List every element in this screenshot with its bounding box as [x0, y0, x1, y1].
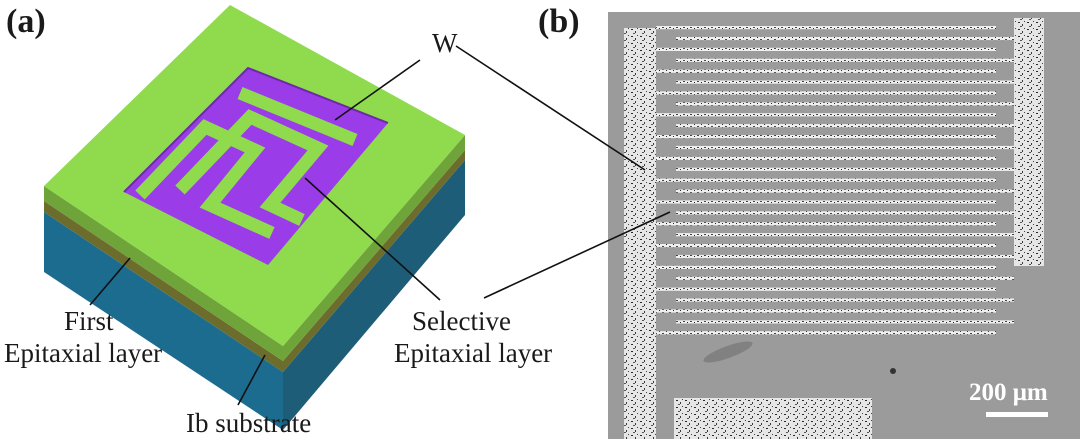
finger-left: [656, 156, 996, 160]
w-leader-b: [455, 45, 646, 171]
first-leader: [89, 257, 131, 306]
pocket-edge: [123, 66, 389, 193]
finger-left: [656, 309, 996, 313]
substrate-right-face: [283, 160, 465, 430]
first-label-line1: First: [64, 306, 114, 336]
finger-right: [676, 145, 1014, 150]
finger-right: [676, 211, 1014, 215]
defect-dot: [890, 368, 896, 374]
substrate-left-face: [44, 212, 283, 430]
first-epitaxial-layer-left-band: [44, 201, 283, 372]
finger-left: [656, 26, 996, 30]
finger-right: [676, 167, 1014, 171]
first-epitaxial-layer-right-band: [283, 150, 465, 372]
bottom-pad: [674, 398, 872, 439]
first-label-line2: Epitaxial layer: [4, 338, 162, 368]
finger-left: [656, 113, 996, 117]
selective-leader: [304, 177, 441, 301]
annotation-leaders-a: [89, 59, 441, 406]
finger-right: [676, 58, 1014, 62]
selective-leader-b: [483, 211, 671, 299]
finger-right: [676, 80, 1014, 84]
finger-right: [676, 298, 1014, 302]
finger-right: [676, 320, 1014, 324]
finger-left: [656, 331, 996, 335]
finger-left: [656, 178, 996, 182]
micrograph-background: [608, 12, 1080, 439]
w-label: W: [432, 28, 458, 58]
top-layer-right-band: [283, 135, 465, 361]
panel-a-label: (a): [6, 3, 46, 40]
finger-left: [656, 222, 996, 226]
substrate-leader: [237, 354, 266, 406]
comb-line-outer: [135, 119, 275, 239]
finger-right: [676, 189, 1014, 193]
defect-smudge: [703, 341, 753, 363]
finger-left: [656, 265, 996, 269]
finger-right: [676, 36, 1014, 41]
scale-bar-label: 200 μm: [969, 379, 1048, 406]
substrate-label: Ib substrate: [186, 408, 311, 438]
selective-label-line2: Epitaxial layer: [394, 338, 552, 368]
left-pad: [624, 28, 656, 439]
annotation-leaders-b: [455, 45, 671, 299]
finger-right: [676, 254, 1014, 259]
comb-line-inner: [175, 109, 329, 226]
selective-epitaxial-pattern: [124, 68, 388, 265]
finger-left: [656, 244, 996, 248]
finger-left: [656, 47, 996, 51]
micrograph: 200 μm: [608, 12, 1080, 439]
finger-right: [676, 233, 1014, 237]
interdigitated-fingers: [656, 26, 1014, 335]
scale-bar: [986, 412, 1048, 417]
w-leader-a: [334, 59, 421, 121]
finger-right: [676, 276, 1014, 280]
finger-left: [656, 135, 996, 139]
finger-left: [656, 287, 996, 291]
panel-b-label: (b): [538, 3, 580, 40]
comb-line-top: [237, 86, 358, 147]
finger-right: [676, 124, 1014, 128]
finger-left: [656, 200, 996, 204]
finger-left: [656, 91, 996, 95]
device-3d-model: [44, 5, 465, 430]
selective-label-line1: Selective: [412, 306, 511, 336]
finger-right: [676, 102, 1014, 106]
finger-left: [656, 69, 996, 73]
top-layer-left-band: [44, 186, 283, 361]
right-pad: [1014, 18, 1044, 266]
comb-lines: [135, 86, 358, 239]
